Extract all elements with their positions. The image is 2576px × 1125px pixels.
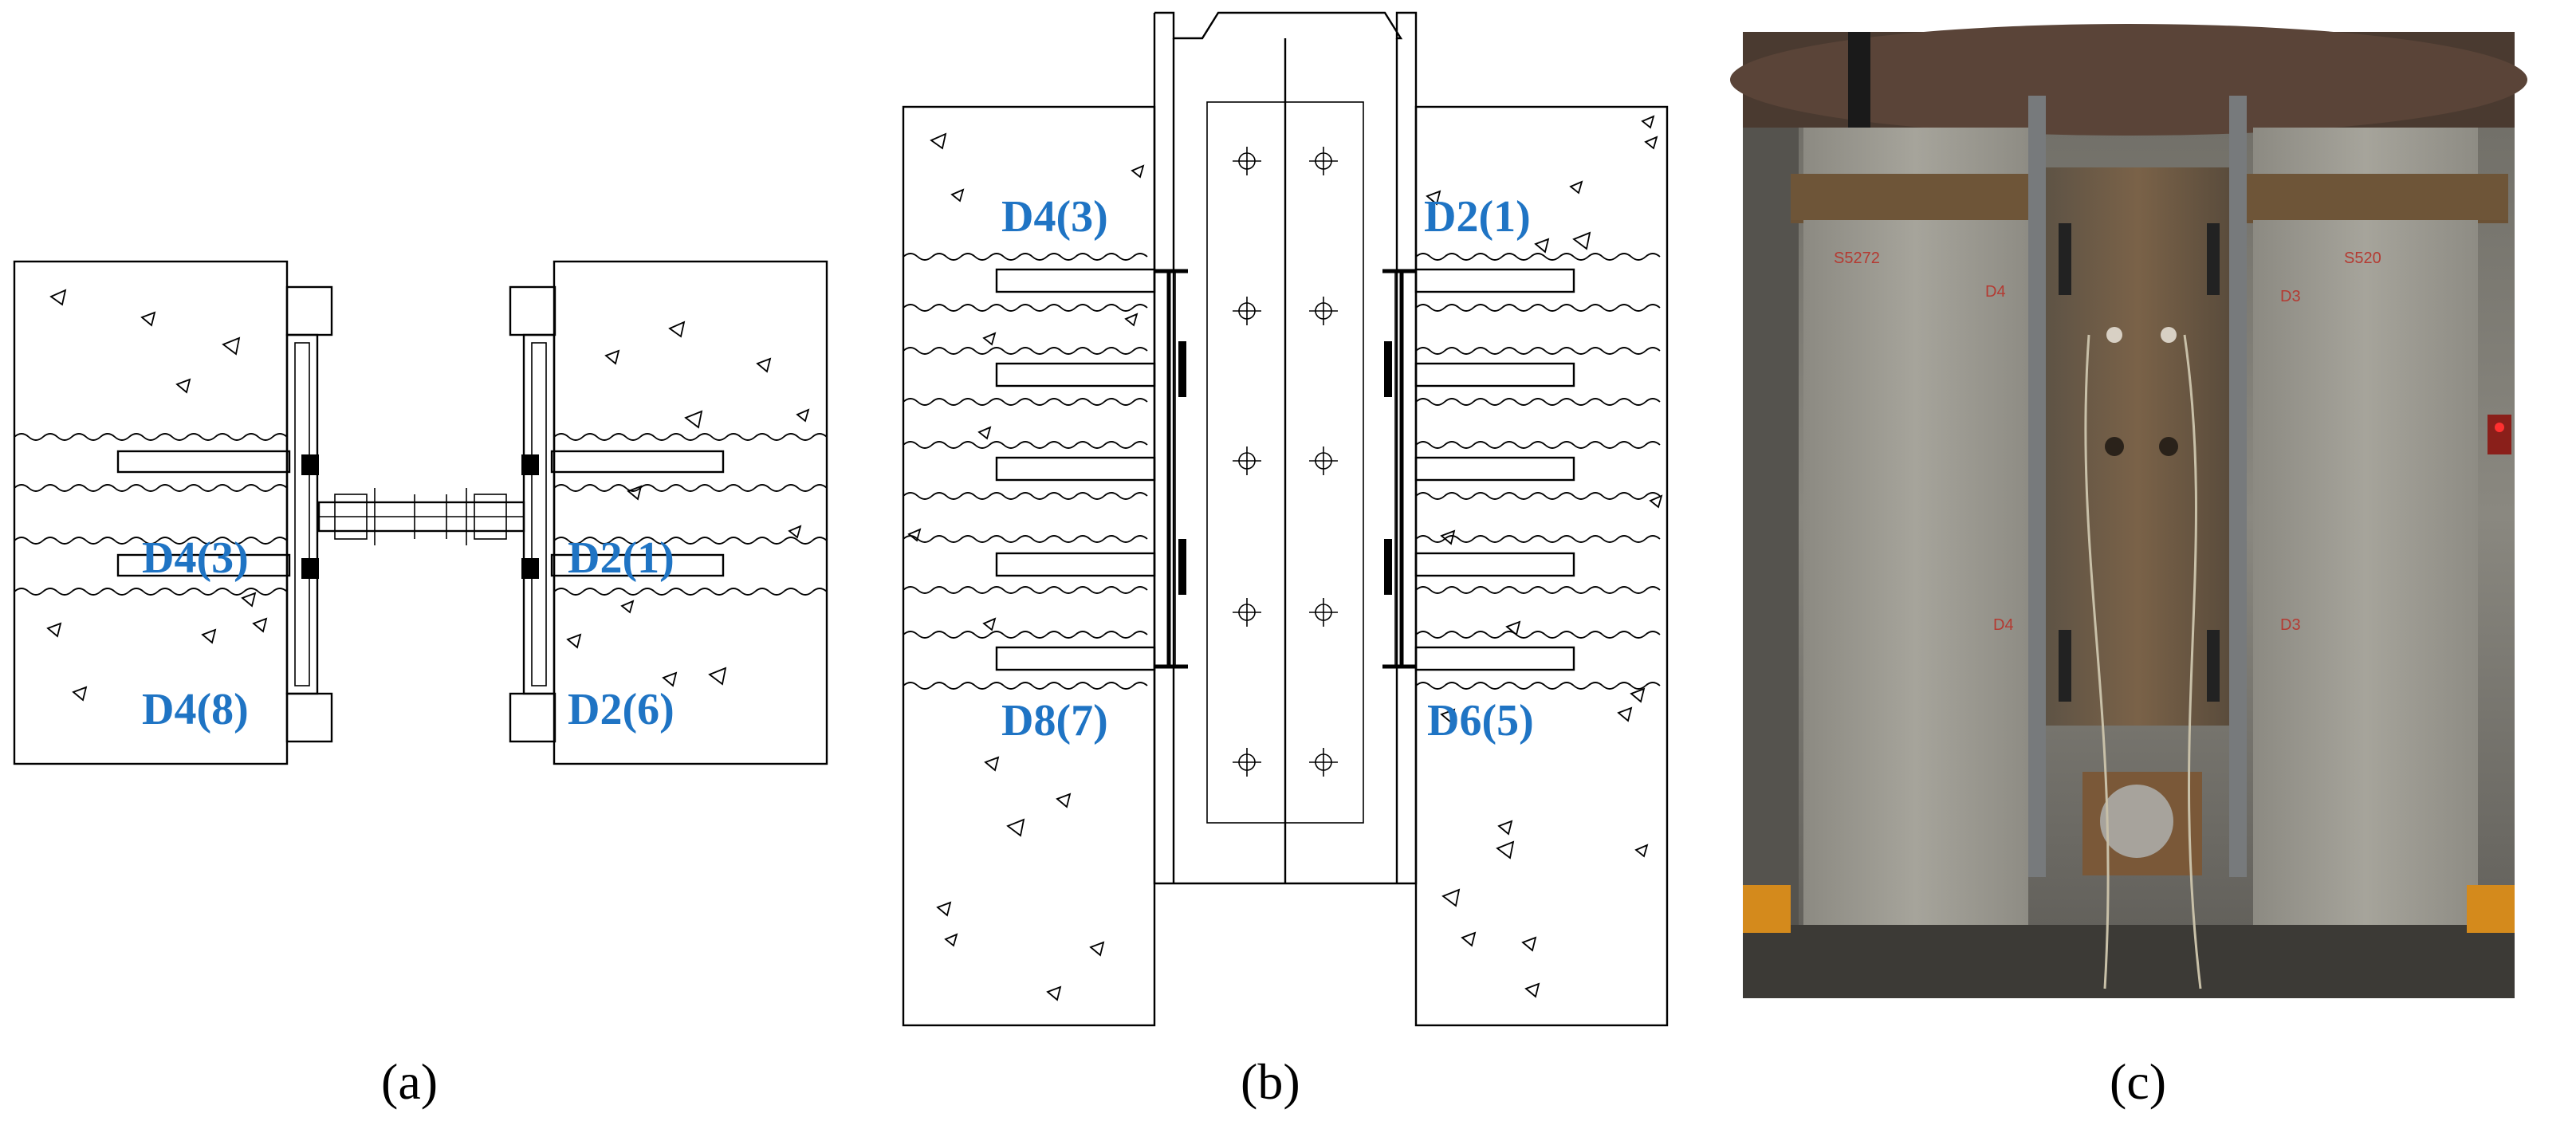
panel-a-wavy-line — [14, 588, 288, 596]
panel-a-left-steel — [285, 285, 333, 743]
panel-b-aggregate — [907, 115, 1663, 1001]
panel-a-right-steel — [509, 285, 556, 743]
panel-a-label-d2-6: D2(6) — [568, 685, 674, 734]
panel-b-label-d6-5: D6(5) — [1427, 696, 1534, 745]
panel-a-caption: (a) — [381, 1053, 438, 1110]
panel-b-right-block — [1414, 105, 1669, 1027]
panel-b-bolts — [1233, 147, 1338, 777]
panel-c-mark: S520 — [2344, 250, 2381, 267]
panel-c-photo: S5272 D4 S520 D3 D4 D3 (c) — [1730, 24, 2527, 1110]
panel-b-label-d4-3: D4(3) — [1001, 192, 1108, 242]
panel-c-mark: D3 — [2280, 616, 2301, 634]
panel-a-drawing: D4(3) D2(1) D4(8) D2(6) (a) — [13, 260, 828, 1110]
panel-b-left-wavy — [903, 253, 1148, 690]
panel-a-label-d2-1: D2(1) — [568, 533, 674, 583]
panel-b-right-plates — [1382, 269, 1416, 669]
panel-c-right-concrete — [2253, 128, 2478, 941]
panel-a-stud — [116, 450, 291, 474]
panel-b-caption: (b) — [1241, 1053, 1300, 1110]
panel-b-right-studs — [1414, 268, 1575, 671]
panel-a-label-d4-8: D4(8) — [142, 685, 249, 734]
panel-b-left-studs — [995, 268, 1156, 671]
panel-a-wavy-line — [553, 484, 828, 492]
panel-a-wavy-line — [553, 537, 828, 545]
panel-a-wavy-line — [14, 537, 288, 545]
panel-a-stud — [116, 553, 291, 577]
panel-a-wavy-line — [553, 588, 828, 596]
panel-a-stud — [550, 553, 725, 577]
panel-b-right-wavy — [1415, 253, 1661, 690]
panel-c-mark: D4 — [1993, 616, 2014, 634]
panel-a-wavy-line — [14, 433, 288, 441]
panel-b-drawing: D4(3) D2(1) D8(7) D6(5) (b) — [902, 11, 1669, 1110]
panel-c-caption: (c) — [2110, 1053, 2166, 1110]
panel-c-mark: D4 — [1985, 283, 2006, 301]
panel-c-mark: D3 — [2280, 288, 2301, 305]
panel-a-label-d4-3: D4(3) — [142, 533, 249, 583]
panel-b-label-d8-7: D8(7) — [1001, 696, 1108, 745]
panel-a-stud — [550, 450, 725, 474]
panel-a-web — [317, 488, 525, 545]
panel-a-aggregate — [46, 289, 810, 702]
panel-b-steel-column — [1153, 11, 1418, 885]
panel-a-wavy-line — [553, 433, 828, 441]
panel-c-steel — [2046, 167, 2229, 726]
panel-b-label-d2-1: D2(1) — [1424, 192, 1531, 242]
panel-c-left-concrete — [1803, 128, 2028, 941]
panel-a-wavy-line — [14, 484, 288, 492]
panel-b-left-block — [902, 105, 1156, 1027]
panel-b-left-plates — [1154, 269, 1188, 669]
panel-c-mark: S5272 — [1834, 250, 1880, 267]
